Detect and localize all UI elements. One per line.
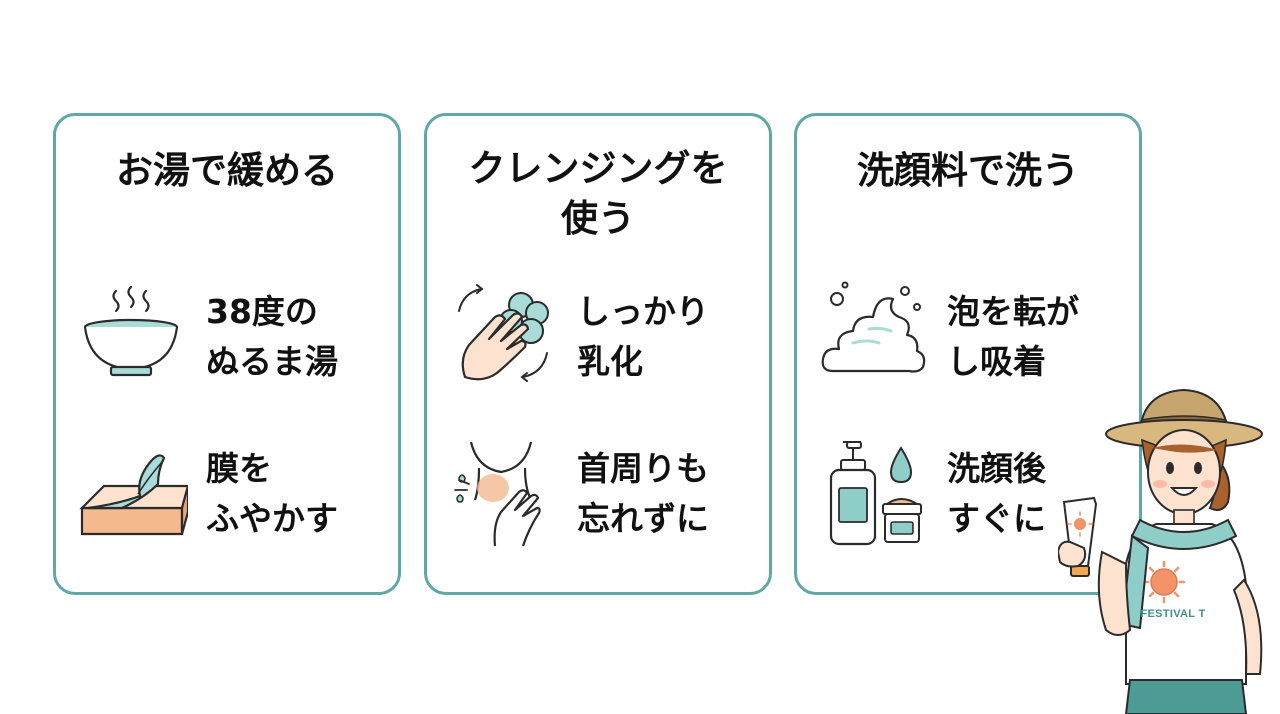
card-cleansing: クレンジングを 使う しっかり bbox=[424, 113, 772, 595]
sunscreen-tube-icon bbox=[1058, 496, 1102, 586]
card-title-line: 洗顔料で洗う bbox=[857, 149, 1079, 192]
shirt-print-text: FESTIVAL T bbox=[1140, 608, 1206, 620]
card-item: 38度の ぬるま湯 bbox=[56, 281, 398, 391]
card-title: クレンジングを 使う bbox=[427, 144, 769, 244]
card-title-line: クレンジングを bbox=[468, 147, 728, 190]
item-text: 洗顔後 すぐに bbox=[947, 449, 1046, 538]
card-item: 洗顔後 すぐに bbox=[797, 438, 1139, 548]
item-text: しっかり 乳化 bbox=[577, 292, 709, 381]
character-illustration bbox=[1096, 384, 1276, 714]
card-title-line: 使う bbox=[561, 197, 635, 240]
card-item: 首周りも 忘れずに bbox=[427, 438, 769, 548]
card-item: 膜を ふやかす bbox=[56, 438, 398, 548]
card-title: お湯で緩める bbox=[56, 146, 398, 196]
item-text: 泡を転が し吸着 bbox=[947, 292, 1079, 381]
card-title-line: お湯で緩める bbox=[116, 149, 338, 192]
card-warm-water: お湯で緩める 38度の ぬるま湯 bbox=[53, 113, 401, 595]
steaming-bowl-icon bbox=[78, 281, 188, 391]
hand-rubbing-icon bbox=[449, 281, 559, 391]
neck-wash-icon bbox=[449, 438, 559, 548]
item-text: 首周りも 忘れずに bbox=[577, 449, 709, 538]
card-item: 泡を転が し吸着 bbox=[797, 281, 1139, 391]
membrane-peel-icon bbox=[78, 438, 188, 548]
card-item: しっかり 乳化 bbox=[427, 281, 769, 391]
item-text: 38度の ぬるま湯 bbox=[206, 292, 338, 381]
skincare-bottles-icon bbox=[819, 438, 929, 548]
card-title: 洗顔料で洗う bbox=[797, 146, 1139, 196]
item-text: 膜を ふやかす bbox=[206, 449, 338, 538]
foam-bubbles-icon bbox=[819, 281, 929, 391]
